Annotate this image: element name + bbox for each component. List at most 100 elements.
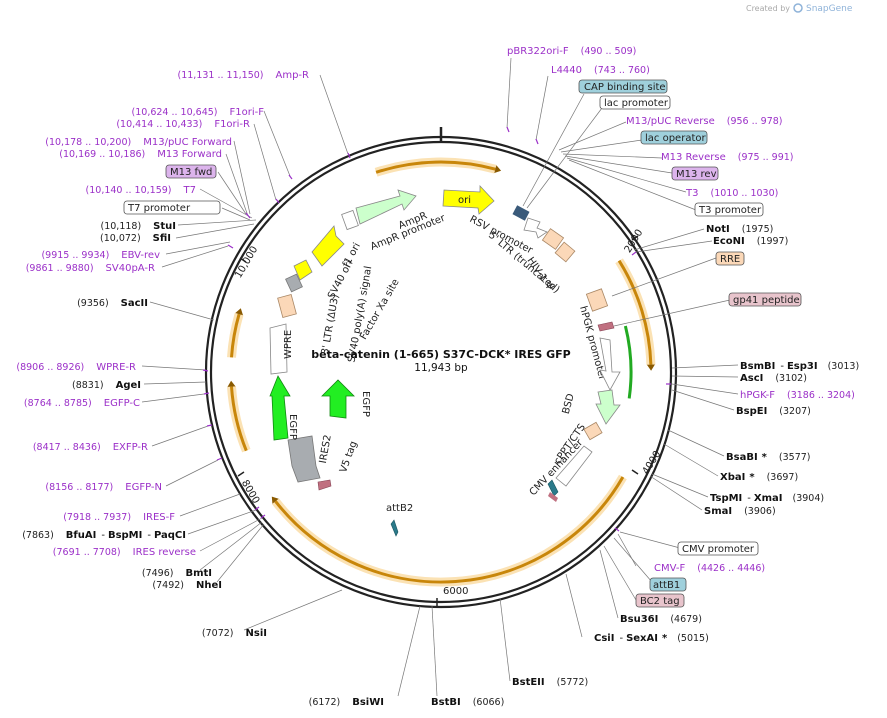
cppt-box xyxy=(583,421,603,441)
site-econi: EcoNI(1997) xyxy=(713,236,788,247)
bc2-tag-box xyxy=(635,593,685,608)
leader-line xyxy=(221,207,251,221)
site-tspmi: TspMI-XmaI(3904) xyxy=(710,493,824,504)
primer-l4440: L4440(743 .. 760) xyxy=(551,65,650,76)
lac-operator-box xyxy=(640,130,708,145)
site-noti: NotI(1975) xyxy=(706,224,773,235)
leader-line xyxy=(671,364,739,369)
cds-arc-bottom-arrowhead xyxy=(271,496,279,504)
t3-promoter-label: T3 promoter xyxy=(698,205,762,216)
primer-f1ori-f: (10,624 .. 10,645)F1ori-F xyxy=(132,107,265,118)
rre-box xyxy=(715,251,745,266)
t3-promoter-box xyxy=(694,202,764,217)
leader-line xyxy=(165,459,219,487)
site-sacii: (9356)SacII xyxy=(77,298,148,309)
wpre-box xyxy=(269,323,288,375)
tick-label-8000: 8000 xyxy=(239,478,261,506)
leader-line xyxy=(216,523,265,583)
egfp-arrow-large xyxy=(269,375,291,441)
leader-line xyxy=(499,597,511,682)
site-xbai: XbaI*(3697) xyxy=(720,472,798,483)
leader-line xyxy=(243,589,343,631)
leader-line xyxy=(649,475,703,511)
egfp-label-2: EGFP xyxy=(360,391,371,417)
leader-line xyxy=(651,473,709,498)
rsv-promoter-marker xyxy=(512,205,548,239)
leader-line xyxy=(633,228,705,251)
primer-t7: (10,140 .. 10,159)T7 xyxy=(86,185,196,196)
primer-t3: T3(1010 .. 1030) xyxy=(685,188,778,199)
leader-line xyxy=(165,241,231,255)
leader-line xyxy=(671,389,735,411)
attb2-marker xyxy=(390,519,399,537)
site-asci: AscI(3102) xyxy=(740,373,807,384)
v5-tag-label: V5 tag xyxy=(338,440,360,475)
cds-arc-left-lower xyxy=(230,386,248,452)
leader-line xyxy=(199,188,253,219)
leader-line xyxy=(397,605,421,697)
ltr3-box xyxy=(277,294,297,318)
bsd-arrow xyxy=(595,389,621,425)
created-by-text: Created by xyxy=(746,4,790,13)
leader-line xyxy=(151,425,209,447)
v5-tag-marker xyxy=(317,479,332,491)
lac-operator-label: lac operator xyxy=(645,133,706,144)
site-bmti: (7496)BmtI xyxy=(142,568,212,579)
site-csii: CsiI-SexAI*(5015) xyxy=(594,633,709,644)
cds-arc-right xyxy=(617,259,653,365)
primer-ires-reverse: (7691 .. 7708)IRES reverse xyxy=(53,547,196,558)
leader-line xyxy=(560,139,643,153)
hpgk-promoter-arrow xyxy=(599,337,621,391)
tick-label-6000: 6000 xyxy=(443,586,468,597)
wpre-label: WPRE xyxy=(283,330,294,359)
cds-arc-right-arrowhead xyxy=(646,364,655,371)
t7-promoter-label: T7 promoter xyxy=(127,203,191,214)
primer-m13-puc-reverse: M13/pUC Reverse(956 .. 978) xyxy=(626,116,783,127)
leader-line xyxy=(263,110,291,177)
leader-line xyxy=(141,365,207,371)
leader-line xyxy=(217,171,247,215)
leader-line xyxy=(535,75,549,141)
leader-line xyxy=(671,375,739,378)
rre-label: RRE xyxy=(720,254,740,265)
leader-line xyxy=(522,93,585,207)
site-nhei: (7492)NheI xyxy=(152,580,222,591)
leader-line xyxy=(565,573,583,638)
leader-line xyxy=(558,121,627,151)
bsd-cds-arc xyxy=(623,325,633,399)
snapgene-logo-icon xyxy=(793,3,803,13)
t7-promoter-box xyxy=(123,200,221,215)
egfp-arrow-small xyxy=(321,379,355,419)
leader-line xyxy=(187,509,257,535)
leader-line xyxy=(161,245,229,268)
leader-line xyxy=(199,521,263,571)
left-labels: (11,131 .. 11,150)Amp-R (10,624 .. 10,64… xyxy=(16,70,309,591)
orange-gene-arcs xyxy=(227,157,656,587)
primer-egfp-c: (8764 .. 8785)EGFP-C xyxy=(24,398,140,409)
primer-egfp-n: (8156 .. 8177)EGFP-N xyxy=(45,482,162,493)
attb2-label: attB2 xyxy=(386,503,413,514)
leader-line xyxy=(566,157,687,193)
f1-ori-label: f1 ori xyxy=(341,241,363,269)
snapgene-brand-text: SnapGene xyxy=(806,4,853,14)
bottom-labels: BstBI(6066) (6172)BsiWI (7072)NsiI xyxy=(202,628,504,708)
site-stui: (10,118)StuI xyxy=(101,221,176,232)
tick-2000 xyxy=(631,235,639,241)
ampr-arrow xyxy=(355,189,417,225)
site-bsu36i: Bsu36I(4679) xyxy=(620,614,702,625)
primer-hpgk-f: hPGK-F(3186 .. 3204) xyxy=(740,390,855,401)
primer-exfp-r: (8417 .. 8436)EXFP-R xyxy=(33,442,148,453)
cds-arc-top xyxy=(375,160,496,174)
ori-arrow xyxy=(442,184,495,215)
primer-wpre-r: (8906 .. 8926)WPRE-R xyxy=(16,362,136,373)
leader-line xyxy=(635,240,713,253)
cap-binding-site-label: CAP binding site xyxy=(584,82,666,93)
ires2-label: IRES2 xyxy=(318,434,334,464)
site-sfii: (10,072)SfiI xyxy=(100,233,171,244)
site-bsmbi: BsmBI-Esp3I(3013) xyxy=(740,361,859,372)
cap-binding-site-box xyxy=(578,79,668,94)
attb1-box xyxy=(649,577,687,592)
ltr3-label: 3' LTR (ΔU3) xyxy=(320,293,341,355)
site-bsabi: BsaBI*(3577) xyxy=(726,452,811,463)
